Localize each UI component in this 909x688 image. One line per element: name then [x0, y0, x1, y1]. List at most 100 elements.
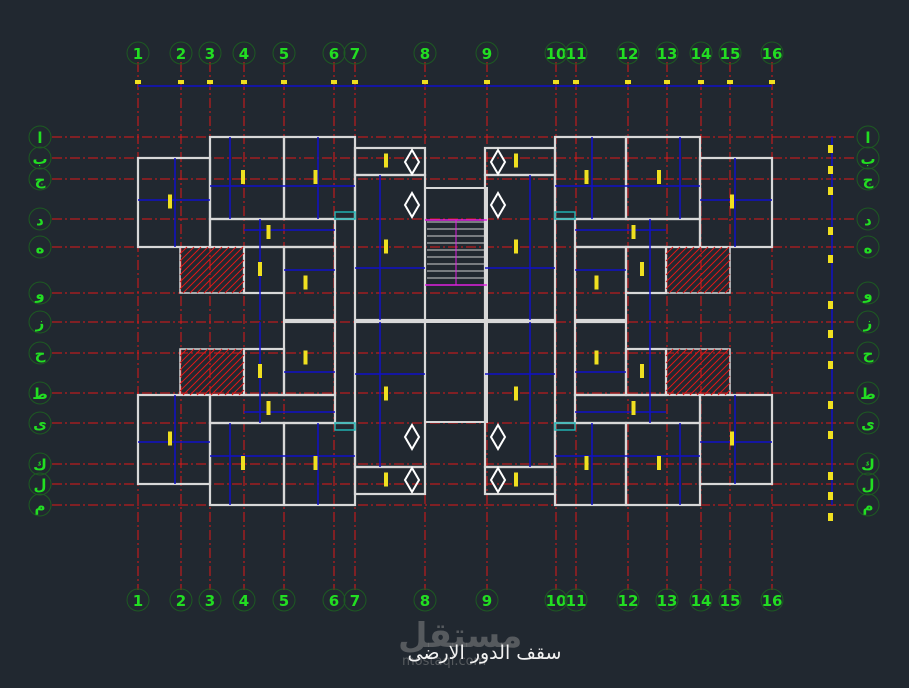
slab-label [258, 364, 262, 378]
slab-panel [208, 217, 337, 249]
grid-bubble [856, 281, 880, 305]
dimension-text [484, 80, 490, 84]
hatch-line [717, 382, 731, 396]
grid-bubble [126, 41, 150, 65]
grid-bubble [856, 452, 880, 476]
grid-label-column: 5 [279, 45, 289, 63]
hatched-slab [665, 348, 731, 396]
slab-label [266, 401, 271, 415]
slab-label [594, 350, 599, 365]
hatch-line [665, 246, 709, 290]
grid-label-row: ح [863, 345, 874, 363]
hatch-line [182, 246, 230, 294]
grid-bubble [413, 41, 437, 65]
grid-label-column: 9 [482, 592, 492, 610]
hatch-line [203, 354, 245, 396]
grid-bubble [169, 588, 193, 612]
grid-bubble [718, 41, 742, 65]
hatch-line [675, 348, 723, 396]
opening-symbol [403, 423, 421, 451]
column [554, 211, 576, 220]
grid-label-column: 7 [350, 592, 360, 610]
hatch-line [231, 280, 245, 294]
slab-panel [553, 135, 628, 221]
grid-label-row: ك [33, 456, 47, 474]
slab-panel [624, 347, 668, 397]
slab-panel [424, 321, 488, 423]
grid-bubble [856, 207, 880, 231]
grid-label-row: ل [861, 476, 874, 494]
slab-label [313, 170, 318, 184]
slab-label [594, 275, 599, 290]
dimension-text [828, 472, 833, 480]
slab-label [303, 350, 308, 365]
slab-label [384, 472, 388, 487]
slab-label [657, 456, 661, 470]
hatch-line [665, 246, 688, 269]
slab-panel [573, 393, 702, 425]
grid-bubble [28, 493, 52, 517]
hatch-line [724, 287, 731, 294]
grid-bubble [616, 588, 640, 612]
slab-label [258, 262, 262, 276]
slab-label [313, 456, 318, 470]
slab-panel [483, 320, 557, 469]
slab-label [730, 431, 734, 446]
grid-bubble [689, 41, 713, 65]
grid-label-column: 12 [618, 592, 639, 610]
hatch-line [668, 246, 716, 294]
hatch-line [665, 246, 681, 262]
drawing-title: سقف الدور الارضى [407, 642, 562, 664]
grid-label-column: 3 [205, 45, 215, 63]
dimension-text [207, 80, 213, 84]
slab-panel [208, 135, 286, 221]
hatch-line [696, 259, 731, 294]
opening-symbol [489, 191, 507, 219]
hatch-line [665, 348, 709, 392]
grid-bubble [322, 588, 346, 612]
dimension-text [727, 80, 733, 84]
annotations [135, 80, 833, 521]
grid-label-row: ط [860, 385, 876, 403]
hatch-line [179, 246, 209, 276]
hatch-line [665, 246, 702, 283]
dimension-text [422, 80, 428, 84]
grid-label-column: 11 [566, 45, 587, 63]
hatch-line [703, 266, 731, 294]
hatch-line [203, 252, 245, 294]
slab-panel [698, 156, 774, 249]
slab-panel [698, 393, 774, 486]
grid-bubble [232, 588, 256, 612]
grid-label-column: 16 [762, 45, 783, 63]
grid-bubble [544, 41, 568, 65]
dimension-text [828, 330, 833, 338]
hatch-line [196, 246, 244, 294]
grid-label-row: ح [35, 345, 46, 363]
dimension-text [241, 80, 247, 84]
grid-lines [52, 62, 856, 590]
grid-label-column: 10 [546, 592, 567, 610]
opening-symbol [489, 466, 507, 494]
dimension-text [828, 492, 833, 500]
grid-label-column: 8 [420, 592, 430, 610]
grid-bubble [564, 588, 588, 612]
grid-bubble [616, 41, 640, 65]
grid-label-column: 10 [546, 45, 567, 63]
grid-label-row: ج [863, 171, 874, 189]
column [554, 422, 576, 431]
grid-label-column: 6 [329, 592, 339, 610]
hatch-line [689, 354, 731, 396]
hatch-line [724, 389, 731, 396]
hatch-line [179, 246, 223, 290]
slab-label [514, 153, 518, 168]
grid-label-row: ج [35, 171, 46, 189]
grid-label-column: 4 [239, 592, 249, 610]
grid-bubble [28, 452, 52, 476]
grid-bubble [28, 310, 52, 334]
watermark-site: mostaql.com [402, 654, 487, 669]
grid-bubble [198, 588, 222, 612]
grid-bubble [856, 411, 880, 435]
slab-label [241, 170, 245, 184]
hatched-slab [179, 246, 245, 294]
